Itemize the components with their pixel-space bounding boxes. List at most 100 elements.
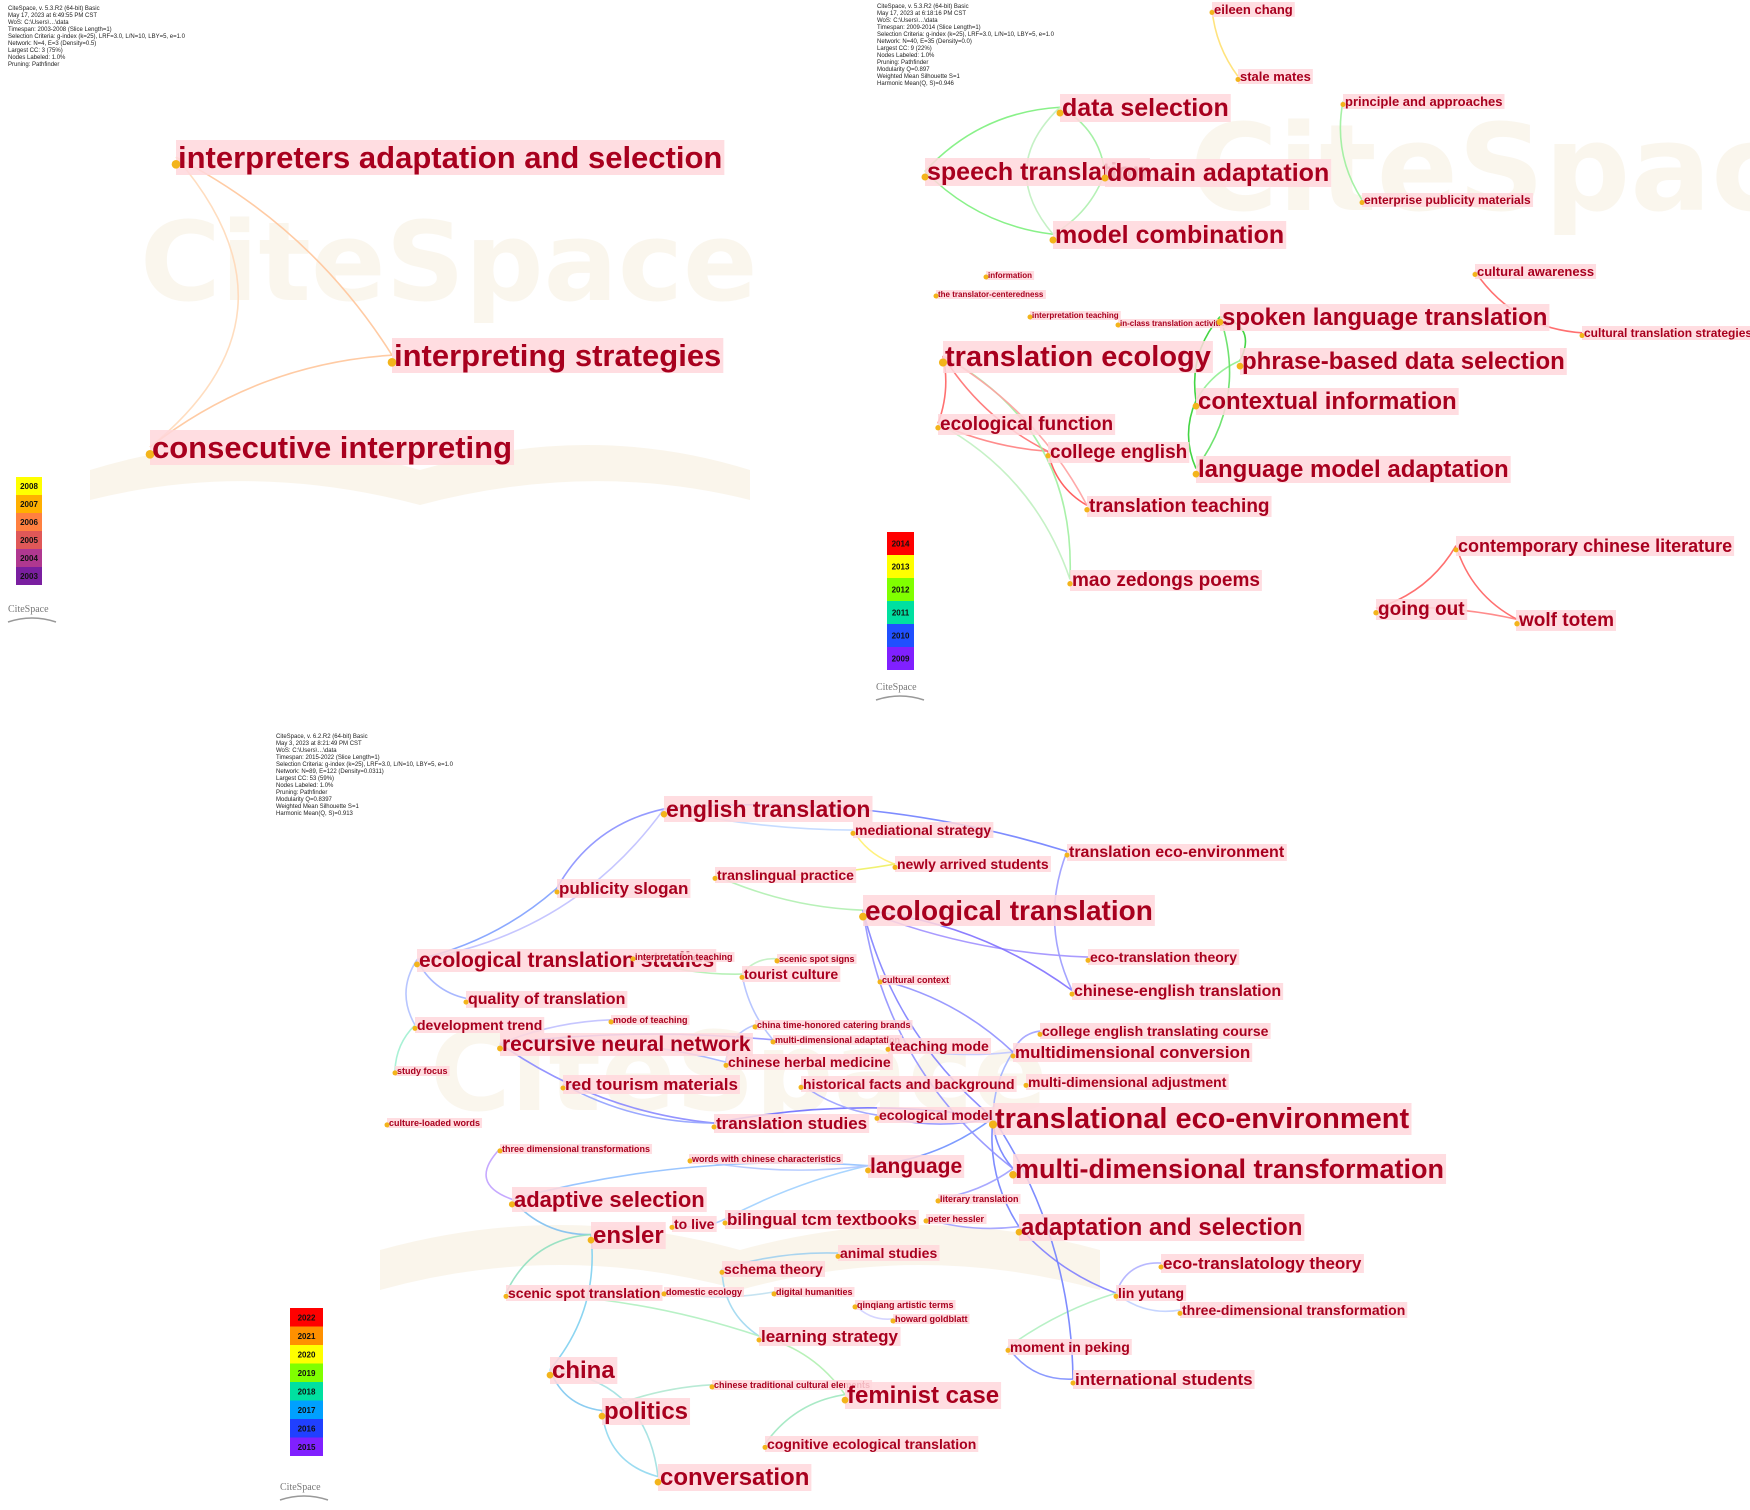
metadata-line: Pruning: Pathfinder [877,60,928,66]
keyword-node[interactable]: chinese herbal medicine [723,1054,893,1070]
keyword-node[interactable]: interpreters adaptation and selection [171,140,725,175]
keyword-node[interactable]: translation eco-environment [1064,844,1287,861]
keyword-node[interactable]: translation ecology [938,341,1213,373]
node-dot [885,1046,891,1052]
keyword-node[interactable]: translation teaching [1084,496,1272,517]
keyword-node[interactable]: model combination [1049,221,1287,249]
keyword-node[interactable]: data selection [1056,94,1231,122]
keyword-node[interactable]: language [865,1155,965,1178]
keyword-node[interactable]: peter hessler [923,1214,987,1224]
keyword-node[interactable]: lin yutang [1113,1285,1187,1301]
keyword-node[interactable]: qinqiang artistic terms [852,1300,956,1310]
keyword-node[interactable]: interpretation teaching [1027,311,1121,320]
keyword-node[interactable]: going out [1373,599,1468,620]
keyword-node[interactable]: scenic spot translation [503,1285,663,1301]
keyword-node[interactable]: culture-loaded words [384,1118,483,1128]
keyword-node[interactable]: translational eco-environment [988,1103,1412,1135]
keyword-node[interactable]: domain adaptation [1101,159,1332,187]
keyword-node[interactable]: eco-translatology theory [1158,1254,1364,1273]
keyword-node[interactable]: phrase-based data selection [1236,348,1567,375]
keyword-node[interactable]: eco-translation theory [1085,949,1240,965]
keyword-node[interactable]: translation studies [711,1114,870,1133]
keyword-node[interactable]: ecological translation [859,895,1155,926]
keyword-node[interactable]: china [546,1357,618,1384]
keyword-node[interactable]: international students [1070,1370,1255,1389]
keyword-node[interactable]: multi-dimensional adjustment [1023,1074,1229,1090]
keyword-node[interactable]: language model adaptation [1192,456,1511,483]
keyword-node[interactable]: moment in peking [1005,1339,1132,1355]
keyword-node[interactable]: tourist culture [739,966,841,982]
keyword-node[interactable]: recursive neural network [497,1033,753,1056]
legend-year: 2012 [892,586,910,595]
keyword-node[interactable]: the translator-centeredness [933,290,1046,299]
keyword-node[interactable]: adaptation and selection [1015,1214,1305,1241]
keyword-node[interactable]: words with chinese characteristics [687,1154,844,1164]
keyword-node[interactable]: cultural context [877,975,952,985]
keyword-node[interactable]: principle and approaches [1340,94,1505,109]
keyword-node[interactable]: politics [598,1398,691,1425]
keyword-node[interactable]: mediational strategy [850,822,994,838]
keyword-node[interactable]: mao zedongs poems [1067,570,1262,591]
metadata-line: Network: N=4, E=3 (Density=0.5) [8,41,96,47]
keyword-label: tourist culture [744,966,838,982]
keyword-node[interactable]: contextual information [1192,388,1459,415]
keyword-node[interactable]: historical facts and background [798,1076,1017,1092]
keyword-node[interactable]: enterprise publicity materials [1359,193,1534,207]
keyword-node[interactable]: digital humanities [771,1287,855,1297]
keyword-node[interactable]: interpreting strategies [387,338,724,373]
keyword-node[interactable]: college english translating course [1037,1023,1271,1039]
keyword-node[interactable]: stale mates [1235,69,1313,84]
keyword-node[interactable]: multi-dimensional adaptation [770,1035,903,1045]
keyword-node[interactable]: contemporary chinese literature [1453,536,1735,556]
keyword-node[interactable]: feminist case [841,1382,1002,1409]
keyword-label: study focus [397,1066,448,1076]
keyword-node[interactable]: eileen chang [1209,2,1295,17]
keyword-node[interactable]: ecological model [874,1107,995,1123]
keyword-node[interactable]: study focus [392,1066,450,1076]
keyword-node[interactable]: consecutive interpreting [145,430,515,465]
keyword-node[interactable]: teaching mode [885,1038,992,1054]
keyword-node[interactable]: three-dimensional transformation [1177,1302,1408,1318]
keyword-node[interactable]: development trend [412,1017,545,1033]
keyword-node[interactable]: in-class translation activities [1115,319,1232,328]
keyword-node[interactable]: quality of translation [463,991,628,1008]
keyword-node[interactable]: wolf totem [1514,610,1616,631]
keyword-node[interactable]: chinese traditional cultural elements [709,1380,873,1390]
keyword-node[interactable]: chinese-english translation [1069,983,1284,1000]
keyword-node[interactable]: english translation [660,796,873,822]
keyword-node[interactable]: bilingual tcm textbooks [722,1210,919,1229]
keyword-label: consecutive interpreting [152,430,512,465]
keyword-node[interactable]: schema theory [719,1261,826,1277]
keyword-node[interactable]: spoken language translation [1216,304,1550,331]
node-dot [752,1024,758,1030]
keyword-node[interactable]: publicity slogan [554,879,691,898]
keyword-node[interactable]: cultural translation strategies [1579,326,1750,340]
keyword-node[interactable]: howard goldblatt [890,1314,970,1324]
keyword-node[interactable]: scenic spot signs [774,954,857,964]
label-highlight [1072,983,1284,1000]
keyword-node[interactable]: ensler [587,1222,666,1249]
keyword-node[interactable]: translingual practice [712,867,857,883]
keyword-node[interactable]: cognitive ecological translation [762,1436,979,1452]
keyword-node[interactable]: red tourism materials [560,1075,740,1094]
keyword-node[interactable]: interpretation teaching [630,952,735,962]
label-highlight [1220,304,1550,331]
legend-year: 2011 [892,609,910,618]
keyword-node[interactable]: multi-dimensional transformation [1009,1154,1447,1184]
keyword-node[interactable]: multidimensional conversion [1010,1043,1253,1062]
keyword-node[interactable]: conversation [654,1464,812,1491]
keyword-node[interactable]: literary translation [935,1194,1021,1204]
keyword-node[interactable]: three dimensional transformations [497,1144,653,1154]
keyword-node[interactable]: china time-honored catering brands [752,1020,913,1030]
keyword-node[interactable]: mode of teaching [608,1015,690,1025]
keyword-node[interactable]: newly arrived students [892,856,1051,872]
keyword-node[interactable]: learning strategy [756,1327,901,1346]
keyword-node[interactable]: college english [1045,442,1190,463]
keyword-node[interactable]: to live [669,1216,717,1232]
keyword-node[interactable]: ecological function [935,414,1116,435]
keyword-node[interactable]: information [983,271,1035,280]
keyword-node[interactable]: adaptive selection [508,1187,707,1212]
keyword-node[interactable]: cultural awareness [1472,264,1597,279]
keyword-node[interactable]: domestic ecology [661,1287,745,1297]
keyword-node[interactable]: animal studies [835,1245,940,1261]
